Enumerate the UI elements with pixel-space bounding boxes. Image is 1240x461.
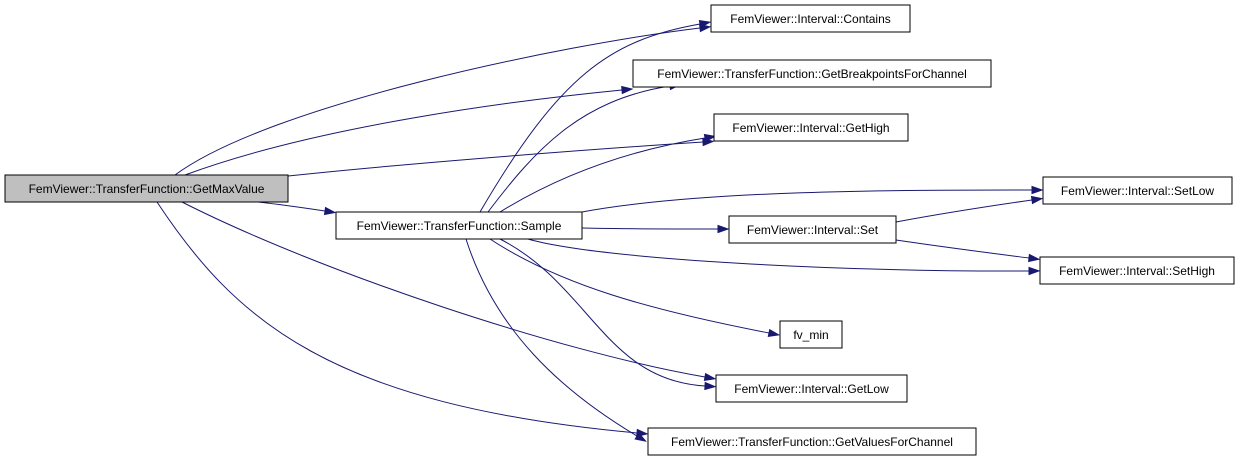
edge-arrowhead	[698, 19, 712, 29]
node-label: FemViewer::Interval::SetHigh	[1059, 264, 1215, 278]
edge-getmaxvalue-to-sample	[257, 201, 337, 216]
node-label: FemViewer::TransferFunction::Sample	[357, 219, 562, 233]
edge-line	[156, 201, 638, 434]
edge-arrowhead	[1028, 253, 1041, 263]
edge-line	[527, 238, 1030, 272]
edge-set-to-sethigh	[895, 239, 1041, 263]
node-label: FemViewer::Interval::GetHigh	[732, 121, 889, 135]
edge-line	[174, 27, 701, 176]
edge-line	[895, 239, 1030, 259]
node-sethigh[interactable]: FemViewer::Interval::SetHigh	[1039, 256, 1235, 285]
edge-line	[581, 227, 719, 230]
edge-arrowhead	[323, 206, 337, 216]
edge-arrowhead	[621, 85, 634, 95]
edge-arrowhead	[1031, 185, 1044, 195]
node-setlow[interactable]: FemViewer::Interval::SetLow	[1042, 176, 1233, 205]
edge-sample-to-sethigh	[527, 238, 1041, 276]
edge-line	[287, 141, 704, 177]
node-label: FemViewer::TransferFunction::GetValuesFo…	[671, 435, 953, 449]
edge-sample-to-getvalues	[465, 238, 647, 442]
edge-getmaxvalue-to-getbreakpoints	[184, 85, 634, 176]
edge-getmaxvalue-to-gethigh	[287, 137, 715, 177]
node-gethigh[interactable]: FemViewer::Interval::GetHigh	[713, 113, 909, 142]
edge-line	[181, 201, 706, 378]
node-fvmin[interactable]: fv_min	[779, 320, 843, 349]
edge-line	[257, 201, 326, 212]
edge-arrowhead	[703, 133, 717, 143]
edge-line	[489, 238, 770, 334]
edge-sample-to-fvmin	[489, 238, 781, 337]
node-set[interactable]: FemViewer::Interval::Set	[728, 215, 897, 244]
node-label: FemViewer::Interval::SetLow	[1061, 184, 1215, 198]
edge-sample-to-gethigh	[499, 133, 717, 213]
node-label: FemViewer::Interval::Contains	[730, 12, 891, 26]
node-label: FemViewer::Interval::GetLow	[734, 382, 889, 396]
edge-getmaxvalue-to-getlow	[181, 201, 717, 382]
edge-line	[479, 23, 701, 213]
edge-sample-to-setlow	[581, 185, 1044, 213]
edge-arrowhead	[1028, 266, 1041, 276]
edge-arrowhead	[704, 381, 717, 391]
node-getbreakpoints[interactable]: FemViewer::TransferFunction::GetBreakpoi…	[632, 59, 992, 88]
edge-sample-to-set	[581, 224, 730, 234]
edge-sample-to-contains	[479, 19, 712, 213]
edge-line	[465, 238, 638, 437]
edge-line	[499, 238, 706, 387]
edge-line	[499, 137, 706, 213]
node-getmaxvalue[interactable]: FemViewer::TransferFunction::GetMaxValue	[4, 174, 289, 203]
call-graph-edges	[156, 19, 1044, 442]
node-getvalues[interactable]: FemViewer::TransferFunction::GetValuesFo…	[647, 427, 977, 456]
node-label: fv_min	[793, 328, 828, 342]
node-label: FemViewer::TransferFunction::GetBreakpoi…	[657, 67, 966, 81]
edge-line	[895, 199, 1033, 223]
node-label: FemViewer::TransferFunction::GetMaxValue	[29, 182, 265, 196]
edge-line	[184, 89, 623, 176]
edge-sample-to-getlow	[499, 238, 717, 391]
edge-arrowhead	[1030, 195, 1044, 205]
edge-line	[581, 189, 1033, 213]
edge-arrowhead	[634, 432, 647, 442]
edge-arrowhead	[717, 224, 730, 234]
node-contains[interactable]: FemViewer::Interval::Contains	[710, 4, 911, 33]
node-getlow[interactable]: FemViewer::Interval::GetLow	[715, 374, 908, 403]
node-label: FemViewer::Interval::Set	[747, 223, 879, 237]
node-sample[interactable]: FemViewer::TransferFunction::Sample	[335, 211, 583, 240]
call-graph-nodes: FemViewer::TransferFunction::GetMaxValue…	[4, 4, 1235, 456]
edge-line	[487, 85, 671, 213]
edge-set-to-setlow	[895, 195, 1044, 223]
edge-arrowhead	[767, 328, 781, 337]
edge-arrowhead	[703, 372, 717, 382]
